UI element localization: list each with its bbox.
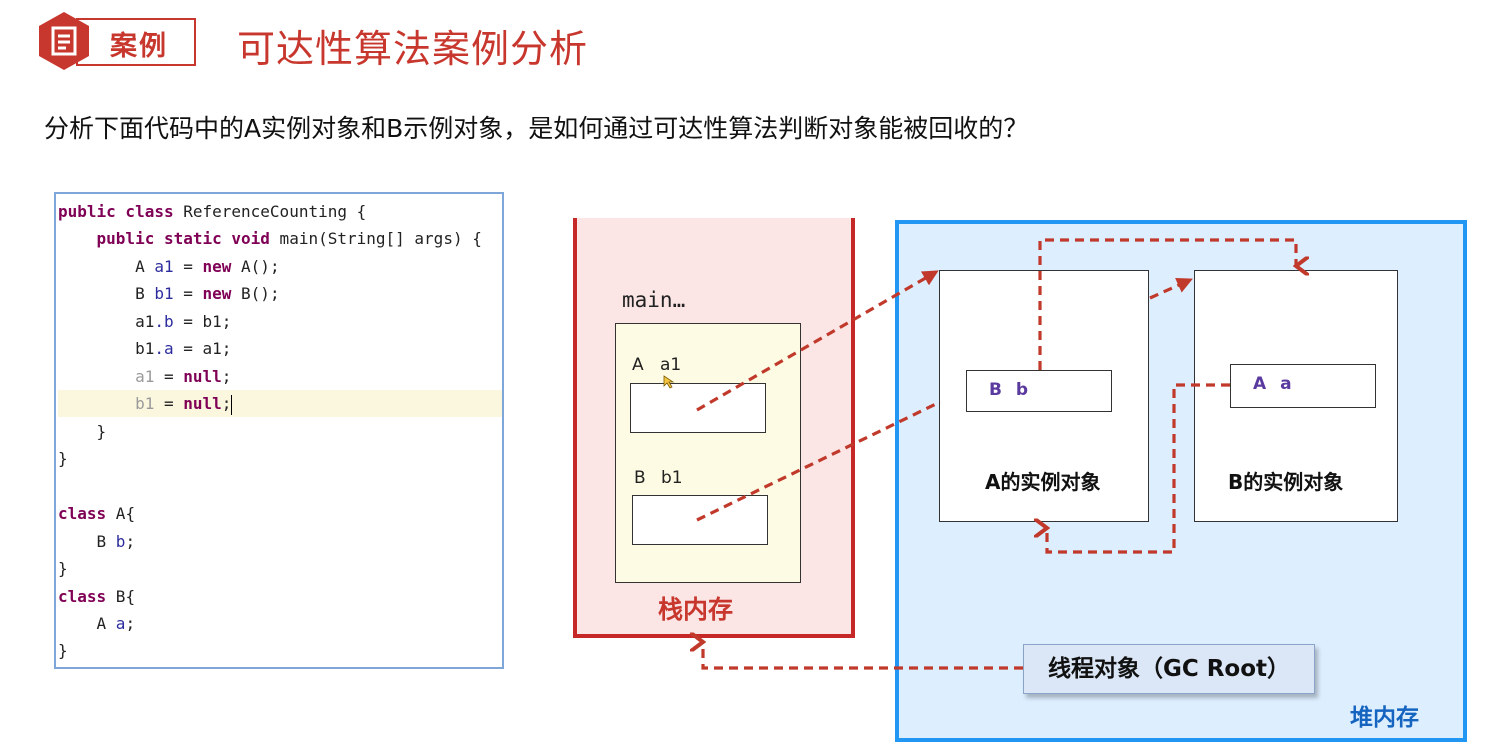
code-line: } <box>96 422 107 441</box>
var-a-name: a1 <box>660 355 682 375</box>
var-b-name: b1 <box>661 468 683 488</box>
code-line: A a1 = new A(); <box>135 257 280 276</box>
var-a-type: A <box>632 355 644 375</box>
case-badge-box <box>76 18 196 66</box>
code-line: a1.b = b1; <box>135 312 232 331</box>
stack-frame-label: main… <box>622 288 686 312</box>
question-text: 分析下面代码中的A实例对象和B示例对象，是如何通过可达性算法判断对象能被回收的？ <box>44 114 1029 143</box>
arrow-a1-to-object-a <box>696 270 939 412</box>
current-line-highlight <box>58 390 502 417</box>
code-line: } <box>58 641 68 660</box>
code-line: b1.a = a1; <box>135 339 232 358</box>
object-a-field-b: B b <box>966 370 1112 412</box>
var-b-type: B <box>634 468 646 488</box>
code-line: B b; <box>96 532 136 551</box>
case-badge: 案例 <box>36 10 198 70</box>
arrow-object-a-to-object-b <box>1149 277 1193 300</box>
code-line: } <box>58 449 68 468</box>
object-a-label: A的实例对象 <box>985 470 1101 494</box>
arrow-gc-root-to-stack <box>703 642 1023 670</box>
code-line: public static void main(String[] args) { <box>96 229 482 248</box>
arrow-field-a-to-object-a <box>1047 383 1230 554</box>
code-line: A a; <box>96 614 136 633</box>
stack-memory-label: 栈内存 <box>658 595 734 624</box>
arrow-b1-to-object-a <box>696 400 941 522</box>
gc-root-thread-object: 线程对象（GC Root） <box>1023 644 1315 694</box>
document-icon <box>39 12 89 70</box>
code-line: class B{ <box>58 587 136 606</box>
object-b-field-a: A a <box>1230 364 1376 408</box>
object-b-label: B的实例对象 <box>1228 470 1344 494</box>
mouse-cursor-icon <box>663 375 675 389</box>
code-line: class A{ <box>58 504 136 523</box>
heap-memory-label: 堆内存 <box>1350 705 1419 731</box>
page-title: 可达性算法案例分析 <box>237 27 589 71</box>
case-badge-label: 案例 <box>110 31 168 62</box>
code-line: B b1 = new B(); <box>135 284 280 303</box>
arrow-field-b-to-object-b <box>1038 238 1296 370</box>
code-line: public class ReferenceCounting { <box>58 202 367 221</box>
code-line: } <box>58 559 68 578</box>
code-panel: public class ReferenceCounting { public … <box>54 192 504 669</box>
code-line: b1 = null; <box>135 394 233 415</box>
code-line: a1 = null; <box>135 367 232 386</box>
text-caret <box>231 394 233 415</box>
